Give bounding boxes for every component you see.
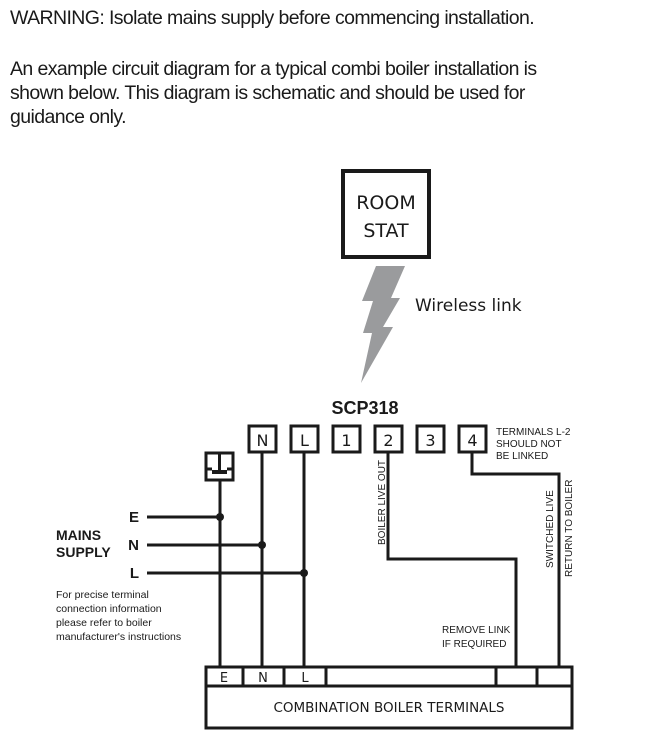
earth-terminal-icon	[204, 451, 235, 482]
controller-terminal-4: 4	[457, 424, 488, 454]
svg-text:please refer to boiler: please refer to boiler	[56, 617, 152, 629]
svg-text:connection information: connection information	[56, 603, 162, 615]
mains-supply-title-1: MAINS	[56, 527, 101, 543]
svg-text:1: 1	[341, 431, 351, 450]
svg-text:3: 3	[425, 431, 435, 450]
warning-text: WARNING: Isolate mains supply before com…	[10, 7, 535, 29]
lightning-bolt-icon	[361, 266, 405, 383]
remove-link-label-1: REMOVE LINK	[442, 625, 511, 636]
mains-N-label: N	[128, 537, 139, 554]
mains-supply-title-2: SUPPLY	[56, 544, 111, 560]
boiler-terminal-E: E	[220, 671, 228, 686]
description-line: shown below. This diagram is schematic a…	[10, 82, 525, 104]
return-to-boiler-label: RETURN TO BOILER	[564, 480, 575, 577]
svg-text:TERMINALS L-2: TERMINALS L-2	[496, 427, 571, 438]
controller-model-label: SCP318	[331, 398, 398, 418]
wiring	[147, 452, 561, 667]
controller-terminal-3: 3	[415, 424, 446, 454]
boiler-live-out-label: BOILER LIVE OUT	[377, 460, 388, 545]
boiler-block-label: COMBINATION BOILER TERMINALS	[273, 700, 504, 716]
svg-text:BE LINKED: BE LINKED	[496, 451, 548, 462]
description-text: An example circuit diagram for a typical…	[10, 57, 640, 129]
switched-live-label: SWITCHED LIVE	[545, 490, 556, 568]
boiler-terminal-L: L	[301, 671, 309, 686]
precise-terminal-note: For precise terminal connection informat…	[56, 589, 181, 643]
controller-terminal-N: N	[247, 424, 278, 454]
controller-terminal-1: 1	[331, 424, 362, 454]
boiler-terminal-block: E N L COMBINATION BOILER TERMINALS	[204, 665, 574, 730]
description-line: guidance only.	[10, 106, 127, 128]
svg-text:L: L	[300, 431, 309, 450]
mains-E-label: E	[129, 509, 139, 526]
wireless-link-label: Wireless link	[415, 296, 522, 316]
junction-dots	[216, 513, 308, 577]
svg-text:SHOULD NOT: SHOULD NOT	[496, 439, 562, 450]
boiler-terminal-N: N	[258, 671, 268, 686]
svg-text:N: N	[257, 431, 269, 450]
terminals-note: TERMINALS L-2 SHOULD NOT BE LINKED	[496, 427, 571, 462]
svg-text:manufacturer's instructions: manufacturer's instructions	[56, 631, 181, 643]
room-stat-line2: STAT	[363, 220, 409, 242]
room-stat: ROOM STAT	[341, 169, 431, 259]
remove-link-label-2: IF REQUIRED	[442, 639, 506, 650]
svg-text:2: 2	[383, 431, 393, 450]
controller-terminal-2: 2	[373, 424, 404, 454]
svg-text:For precise terminal: For precise terminal	[56, 589, 149, 601]
mains-L-label: L	[130, 565, 139, 582]
svg-text:4: 4	[467, 431, 477, 450]
room-stat-line1: ROOM	[356, 192, 416, 214]
controller-terminal-L: L	[289, 424, 320, 454]
description-line: An example circuit diagram for a typical…	[10, 58, 537, 80]
